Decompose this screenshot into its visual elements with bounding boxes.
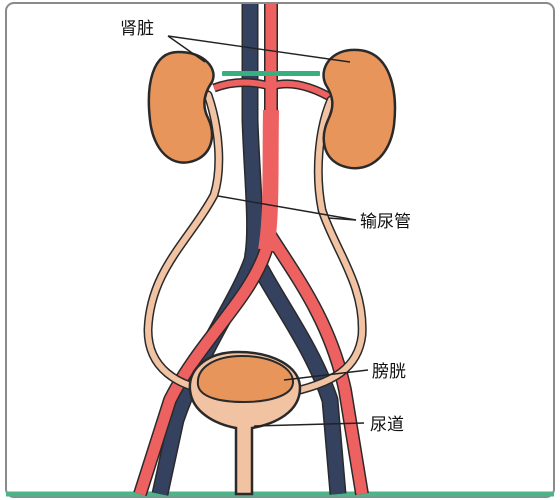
kidney-leader-left <box>167 35 206 63</box>
marker-bar <box>222 71 320 76</box>
bladder-leader <box>283 369 369 381</box>
urethra-leader <box>253 422 365 427</box>
bladder <box>188 350 302 496</box>
leader-lines <box>167 35 369 427</box>
ureter-leader-right <box>327 217 357 221</box>
right-kidney <box>322 48 397 170</box>
kidney-label: 肾脏 <box>120 19 154 39</box>
ureters <box>143 90 367 395</box>
artery <box>133 4 369 497</box>
urethra-label: 尿道 <box>370 415 404 435</box>
ureter-leader-left <box>217 195 357 221</box>
left-kidney <box>147 50 215 164</box>
ureter-label: 输尿管 <box>360 212 411 232</box>
kidney-leader-right <box>167 35 351 63</box>
bladder-label: 膀胱 <box>372 362 406 382</box>
